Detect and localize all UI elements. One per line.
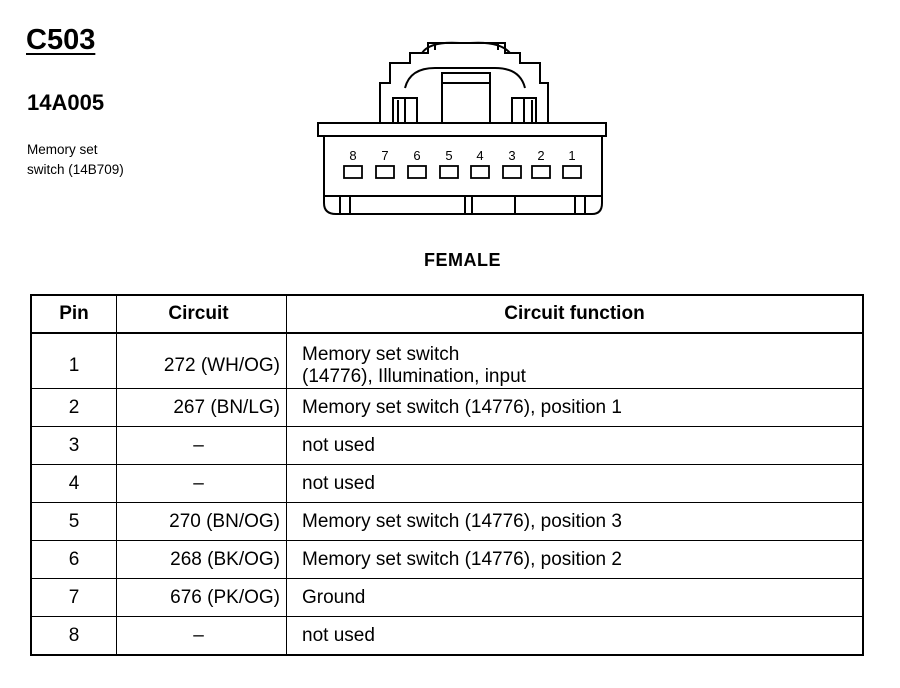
pin-cell: 4 — [30, 464, 117, 503]
pin-label: 2 — [537, 148, 544, 163]
table-row: 1 272 (WH/OG) Memory set switch (14776),… — [30, 332, 864, 389]
function-cell: Memory set switch (14776), Illumination,… — [286, 332, 864, 389]
pin-cell: 5 — [30, 502, 117, 541]
connector-description: Memory set switch (14B709) — [27, 140, 124, 180]
pin-label: 4 — [476, 148, 483, 163]
circuit-cell: – — [116, 464, 287, 503]
header-pin: Pin — [30, 294, 117, 334]
header-circuit-function: Circuit function — [286, 294, 864, 334]
function-line-1: Memory set switch — [302, 344, 460, 365]
table-header-row: Pin Circuit Circuit function — [30, 294, 864, 334]
pin-cavities — [343, 165, 582, 179]
table-row: 6 268 (BK/OG) Memory set switch (14776),… — [30, 540, 864, 579]
pin-label: 1 — [568, 148, 575, 163]
connector-id: C503 — [26, 24, 96, 56]
function-cell: not used — [286, 616, 864, 656]
pin-cavity — [375, 165, 395, 179]
function-cell: Memory set switch (14776), position 3 — [286, 502, 864, 541]
pinout-table: Pin Circuit Circuit function 1 272 (WH/O… — [30, 294, 864, 656]
function-cell: not used — [286, 464, 864, 503]
table-row: 5 270 (BN/OG) Memory set switch (14776),… — [30, 502, 864, 541]
pin-label: 8 — [349, 148, 356, 163]
circuit-cell: 267 (BN/LG) — [116, 388, 287, 427]
table-row: 4 – not used — [30, 464, 864, 503]
circuit-cell: – — [116, 426, 287, 465]
function-cell: Memory set switch (14776), position 1 — [286, 388, 864, 427]
function-cell: Memory set switch (14776), position 2 — [286, 540, 864, 579]
pin-cell: 8 — [30, 616, 117, 656]
function-cell: not used — [286, 426, 864, 465]
circuit-cell: – — [116, 616, 287, 656]
pin-cavity — [343, 165, 363, 179]
pin-cell: 1 — [30, 332, 117, 389]
table-row: 7 676 (PK/OG) Ground — [30, 578, 864, 617]
description-line-2: switch (14B709) — [27, 162, 124, 177]
circuit-cell: 676 (PK/OG) — [116, 578, 287, 617]
circuit-cell: 272 (WH/OG) — [116, 332, 287, 389]
pin-cavity — [439, 165, 459, 179]
pin-cell: 6 — [30, 540, 117, 579]
pin-cell: 2 — [30, 388, 117, 427]
table-row: 2 267 (BN/LG) Memory set switch (14776),… — [30, 388, 864, 427]
circuit-cell: 268 (BK/OG) — [116, 540, 287, 579]
function-line-2: (14776), Illumination, input — [302, 366, 526, 387]
pin-cavity — [470, 165, 490, 179]
pin-label: 3 — [508, 148, 515, 163]
pin-label: 5 — [445, 148, 452, 163]
connector-face-diagram: 8 7 6 5 4 3 2 1 — [317, 41, 607, 215]
header-circuit: Circuit — [116, 294, 287, 334]
pin-cell: 3 — [30, 426, 117, 465]
pin-cavity — [531, 165, 551, 179]
table-row: 3 – not used — [30, 426, 864, 465]
circuit-cell: 270 (BN/OG) — [116, 502, 287, 541]
pin-cavity — [407, 165, 427, 179]
table-row: 8 – not used — [30, 616, 864, 656]
description-line-1: Memory set — [27, 142, 98, 157]
pin-label: 7 — [381, 148, 388, 163]
connector-gender: FEMALE — [424, 250, 501, 270]
function-cell: Ground — [286, 578, 864, 617]
pin-cell: 7 — [30, 578, 117, 617]
pin-label: 6 — [413, 148, 420, 163]
pin-cavity — [502, 165, 522, 179]
part-number: 14A005 — [27, 90, 105, 115]
pin-cavity — [562, 165, 582, 179]
